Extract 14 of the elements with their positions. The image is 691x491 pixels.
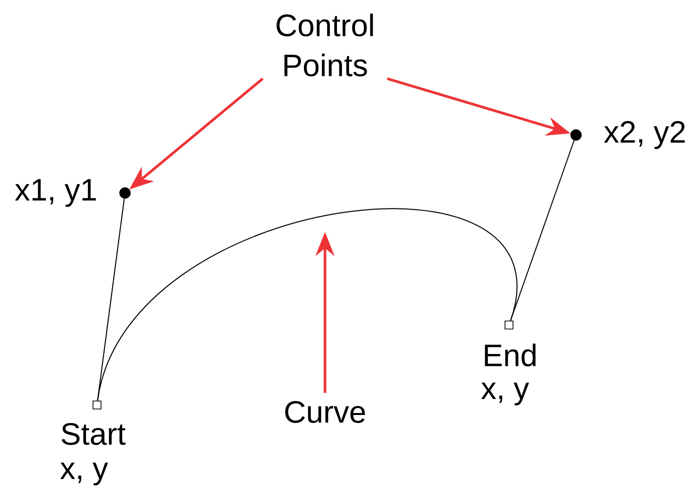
caption-text: Control Points bbox=[276, 14, 373, 76]
point-label: x, y bbox=[60, 462, 108, 486]
caption-text: Curve bbox=[285, 401, 365, 423]
point-label: x, y bbox=[481, 382, 530, 406]
point-label: x1, y1 bbox=[15, 179, 96, 207]
dot bbox=[119, 187, 131, 199]
point-label: Start bbox=[62, 423, 126, 445]
dot bbox=[570, 129, 582, 141]
point-label: x2, y2 bbox=[604, 120, 685, 150]
square-marker bbox=[92, 400, 102, 410]
handle-line bbox=[97, 198, 125, 402]
square-marker bbox=[504, 320, 514, 330]
curve bbox=[97, 208, 518, 402]
point-label: End bbox=[484, 344, 536, 366]
